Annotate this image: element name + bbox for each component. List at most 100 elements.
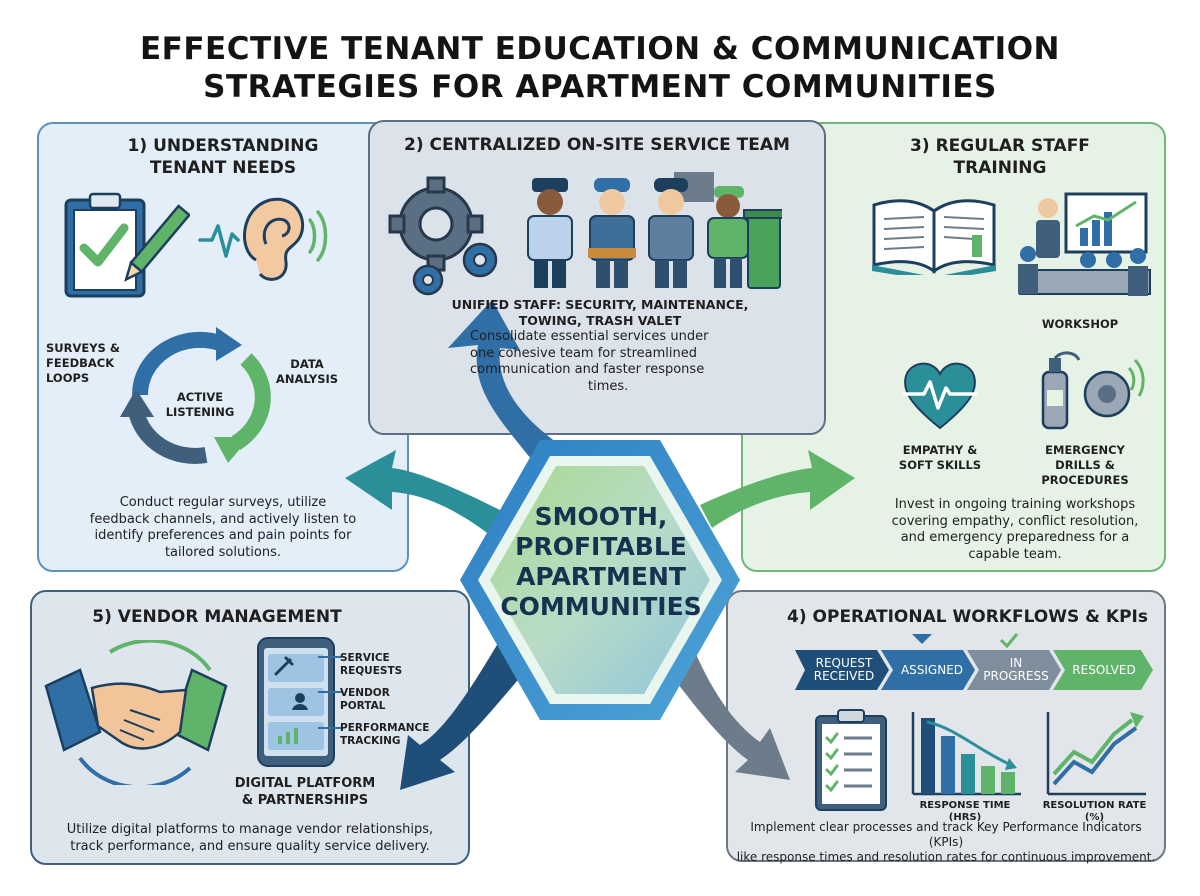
- panel3-title-line-2: TRAINING: [953, 158, 1047, 178]
- panel3-title: 3) REGULAR STAFF TRAINING: [840, 135, 1160, 179]
- panel5-caption: DIGITAL PLATFORM & PARTNERSHIPS: [225, 775, 385, 809]
- stage-3-line-1: IN: [1009, 656, 1023, 670]
- panel5-body-line-2: track performance, and ensure quality se…: [70, 838, 430, 854]
- panel3-body-line-3: and emergency preparedness for a: [900, 530, 1130, 545]
- cycle-center-line-1: ACTIVE: [176, 390, 224, 404]
- panel3-body-line-2: covering empathy, conflict resolution,: [891, 513, 1139, 529]
- panel1-title-line-2: TENANT NEEDS: [149, 158, 297, 178]
- arrow-down-left: [400, 640, 535, 790]
- stage-assigned: ASSIGNED: [888, 650, 976, 690]
- emergency-line-1: EMERGENCY: [1045, 443, 1125, 457]
- emergency-label: EMERGENCY DRILLS & PROCEDURES: [1030, 443, 1140, 488]
- panel-operational-workflows: [726, 590, 1166, 862]
- ear-listening-icon: [198, 197, 328, 281]
- menu-item-1-line-2: REQUESTS: [340, 665, 403, 677]
- stage-4-line-1: RESOLVED: [1072, 662, 1136, 677]
- arrow-down-right: [660, 640, 790, 780]
- panel3-body: Invest in ongoing training workshops cov…: [870, 497, 1160, 563]
- menu-item-2-line-2: PORTAL: [340, 700, 386, 712]
- title-line-1: EFFECTIVE TENANT EDUCATION & COMMUNICATI…: [139, 31, 1060, 67]
- cycle-label-surveys: SURVEYS & FEEDBACK LOOPS: [46, 341, 132, 386]
- center-line-2: PROFITABLE: [515, 532, 687, 561]
- stage-resolved: RESOLVED: [1058, 650, 1150, 690]
- clipboard-check-icon: [64, 192, 190, 298]
- workflow-stages-graphic: [795, 633, 1153, 690]
- title-line-2: STRATEGIES FOR APARTMENT COMMUNITIES: [203, 69, 997, 105]
- menu-item-3-line-1: PERFORMANCE: [340, 722, 430, 734]
- emergency-line-2: DRILLS &: [1055, 458, 1115, 472]
- menu-item-service-requests: SERVICE REQUESTS: [340, 652, 430, 678]
- security-officer-icon: [527, 178, 573, 288]
- panel4-title: 4) OPERATIONAL WORKFLOWS & KPIs: [787, 607, 1148, 627]
- emergency-line-3: PROCEDURES: [1041, 473, 1129, 487]
- panel4-body-line-2: like response times and resolution rates…: [736, 850, 1156, 864]
- panel3-title-line-1: 3) REGULAR STAFF: [910, 136, 1090, 156]
- cycle-left-line-3: LOOPS: [46, 371, 90, 385]
- panel4-body: Implement clear processes and track Key …: [733, 820, 1159, 865]
- workshop-presentation-icon: [1018, 192, 1151, 296]
- center-line-1: SMOOTH,: [534, 502, 668, 531]
- cycle-label-active-listening: ACTIVE LISTENING: [150, 390, 250, 420]
- feedback-cycle-icon: [120, 327, 271, 464]
- progress-check-icon: [999, 633, 1019, 649]
- panel2-title: 2) CENTRALIZED ON-SITE SERVICE TEAM: [404, 135, 790, 155]
- panel1-title-line-1: 1) UNDERSTANDING: [127, 136, 319, 156]
- panel2-body-line-1: Consolidate essential services under: [470, 329, 709, 344]
- menu-item-performance-tracking: PERFORMANCE TRACKING: [340, 722, 440, 748]
- empathy-line-2: SOFT SKILLS: [898, 458, 982, 472]
- panel2-caption-line-2: TOWING, TRASH VALET: [518, 313, 682, 328]
- response-time-label: RESPONSE TIME (HRS): [919, 800, 1011, 823]
- panel2-caption-line-1: UNIFIED STAFF: SECURITY, MAINTENANCE,: [451, 297, 749, 312]
- resolution-rate-label: RESOLUTION RATE (%): [1042, 800, 1147, 823]
- panel3-body-line-1: Invest in ongoing training workshops: [894, 497, 1136, 512]
- panel5-title: 5) VENDOR MANAGEMENT: [92, 607, 342, 627]
- response-time-chart-icon: [911, 712, 1021, 796]
- workshop-label: WORKSHOP: [1041, 317, 1119, 331]
- cycle-left-line-2: FEEDBACK: [46, 356, 115, 370]
- menu-item-1-line-1: SERVICE: [340, 652, 390, 664]
- panel5-body: Utilize digital platforms to manage vend…: [40, 822, 460, 855]
- towing-operator-icon: [648, 172, 714, 288]
- menu-item-vendor-portal: VENDOR PORTAL: [340, 687, 430, 713]
- heart-pulse-icon: [902, 362, 978, 430]
- empathy-label: EMPATHY & SOFT SKILLS: [890, 443, 990, 473]
- handshake-icon: [44, 640, 228, 785]
- arrow-left: [345, 450, 500, 535]
- stage-1-line-1: REQUEST: [815, 656, 873, 670]
- center-line-3: APARTMENT: [516, 562, 686, 591]
- emergency-equipment-icon: [1041, 351, 1145, 430]
- center-hub-text: SMOOTH, PROFITABLE APARTMENT COMMUNITIES: [470, 502, 732, 622]
- assigned-marker-icon: [912, 634, 932, 644]
- panel2-body-line-2: one cohesive team for streamlined: [470, 345, 698, 361]
- stage-3-line-2: PROGRESS: [983, 669, 1049, 683]
- cycle-right-line-1: DATA: [290, 357, 324, 371]
- smartphone-icon: [257, 637, 335, 767]
- empathy-line-1: EMPATHY &: [902, 443, 978, 457]
- cycle-center-line-2: LISTENING: [165, 405, 235, 419]
- panel5-caption-line-1: DIGITAL PLATFORM: [234, 776, 376, 791]
- panel1-body-line-4: tailored solutions.: [164, 544, 282, 560]
- trash-valet-icon: [707, 186, 782, 289]
- page-title: EFFECTIVE TENANT EDUCATION & COMMUNICATI…: [0, 30, 1200, 106]
- panel4-body-line-1: Implement clear processes and track Key …: [750, 820, 1142, 849]
- cycle-right-line-2: ANALYSIS: [275, 372, 339, 386]
- menu-item-2-line-1: VENDOR: [340, 687, 390, 699]
- panel3-body-line-4: capable team.: [968, 546, 1062, 562]
- cycle-label-data-analysis: DATA ANALYSIS: [262, 357, 352, 387]
- panel2-caption: UNIFIED STAFF: SECURITY, MAINTENANCE, TO…: [385, 297, 815, 329]
- cycle-left-line-1: SURVEYS &: [46, 341, 120, 355]
- center-hexagon-core: [490, 466, 710, 694]
- panel1-body-line-3: identify preferences and pain points for: [94, 528, 352, 543]
- panel2-body-line-4: times.: [588, 378, 629, 394]
- open-book-icon: [872, 199, 996, 275]
- panel5-body-line-1: Utilize digital platforms to manage vend…: [66, 822, 434, 837]
- stage-2-line-1: ASSIGNED: [900, 662, 964, 677]
- panel1-body: Conduct regular surveys, utilize feedbac…: [48, 495, 398, 561]
- arrow-right: [700, 450, 855, 528]
- panel1-body-line-1: Conduct regular surveys, utilize: [119, 495, 327, 510]
- panel1-title: 1) UNDERSTANDING TENANT NEEDS: [60, 135, 386, 179]
- gears-icon: [388, 176, 498, 296]
